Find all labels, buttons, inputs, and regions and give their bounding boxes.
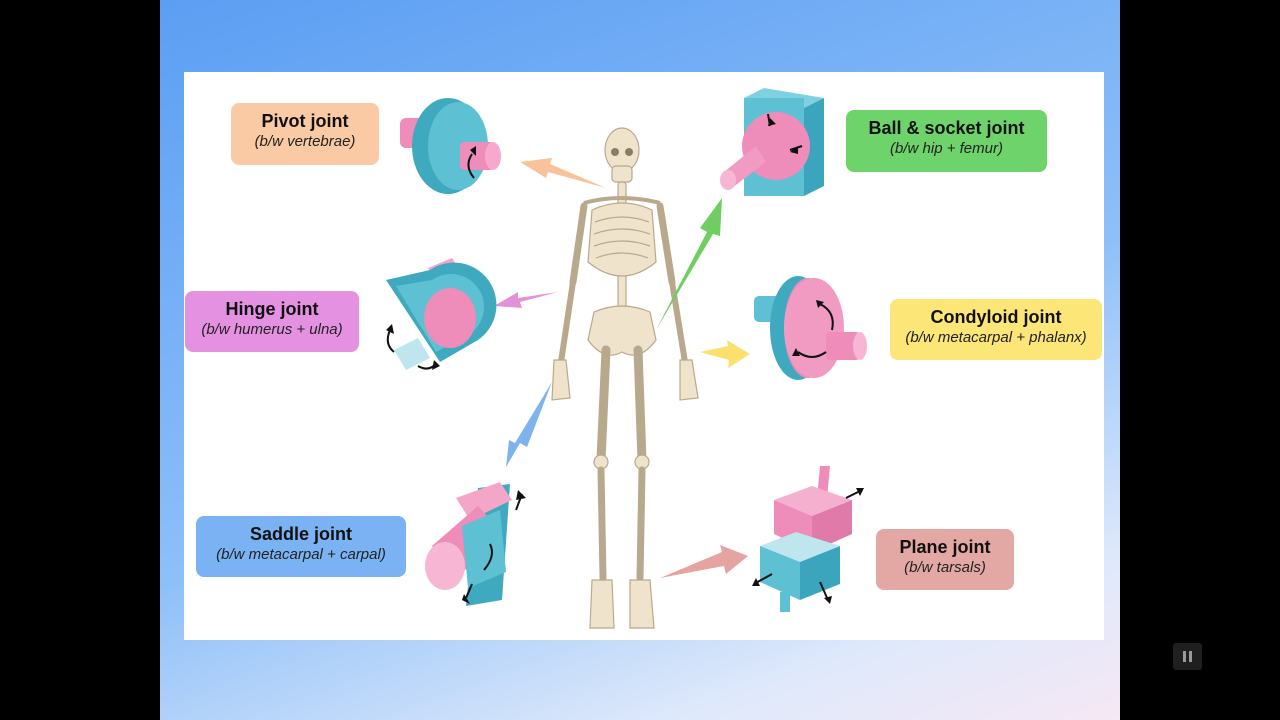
pivot-joint-illustration bbox=[400, 98, 501, 194]
arrow-ball bbox=[656, 198, 722, 330]
label-saddle-joint: Saddle joint (b/w metacarpal + carpal) bbox=[196, 516, 406, 577]
pivot-joint-title: Pivot joint bbox=[261, 111, 349, 131]
pause-icon[interactable] bbox=[1173, 643, 1202, 670]
hinge-joint-title: Hinge joint bbox=[225, 299, 319, 319]
label-ball-socket-joint: Ball & socket joint (b/w hip + femur) bbox=[846, 110, 1047, 172]
ball-socket-joint-title: Ball & socket joint bbox=[868, 118, 1025, 138]
plane-joint-subtitle: (b/w tarsals) bbox=[904, 559, 986, 576]
condyloid-joint-subtitle: (b/w metacarpal + phalanx) bbox=[905, 329, 1087, 346]
plane-joint-title: Plane joint bbox=[899, 537, 991, 557]
condyloid-joint-title: Condyloid joint bbox=[930, 307, 1062, 327]
label-condyloid-joint: Condyloid joint (b/w metacarpal + phalan… bbox=[890, 299, 1102, 360]
pivot-joint-subtitle: (b/w vertebrae) bbox=[254, 133, 356, 150]
saddle-joint-subtitle: (b/w metacarpal + carpal) bbox=[216, 546, 386, 563]
hinge-joint-subtitle: (b/w humerus + ulna) bbox=[201, 321, 343, 338]
label-plane-joint: Plane joint (b/w tarsals) bbox=[876, 529, 1014, 590]
arrow-saddle bbox=[506, 382, 552, 467]
saddle-joint-illustration bbox=[425, 482, 526, 606]
plane-joint-illustration bbox=[752, 466, 864, 612]
hinge-joint-illustration bbox=[386, 258, 497, 370]
saddle-joint-title: Saddle joint bbox=[249, 524, 352, 544]
label-pivot-joint: Pivot joint (b/w vertebrae) bbox=[231, 103, 379, 165]
arrow-condyloid bbox=[700, 340, 750, 368]
ball-socket-joint-subtitle: (b/w hip + femur) bbox=[890, 140, 1003, 157]
arrow-plane bbox=[660, 545, 748, 578]
arrow-pivot bbox=[520, 158, 606, 188]
skeleton bbox=[551, 127, 699, 629]
condyloid-joint-illustration bbox=[754, 276, 867, 380]
label-hinge-joint: Hinge joint (b/w humerus + ulna) bbox=[185, 291, 359, 352]
arrow-hinge bbox=[494, 292, 558, 308]
ball-socket-joint-illustration bbox=[720, 88, 824, 196]
pointer-arrows bbox=[494, 158, 750, 578]
